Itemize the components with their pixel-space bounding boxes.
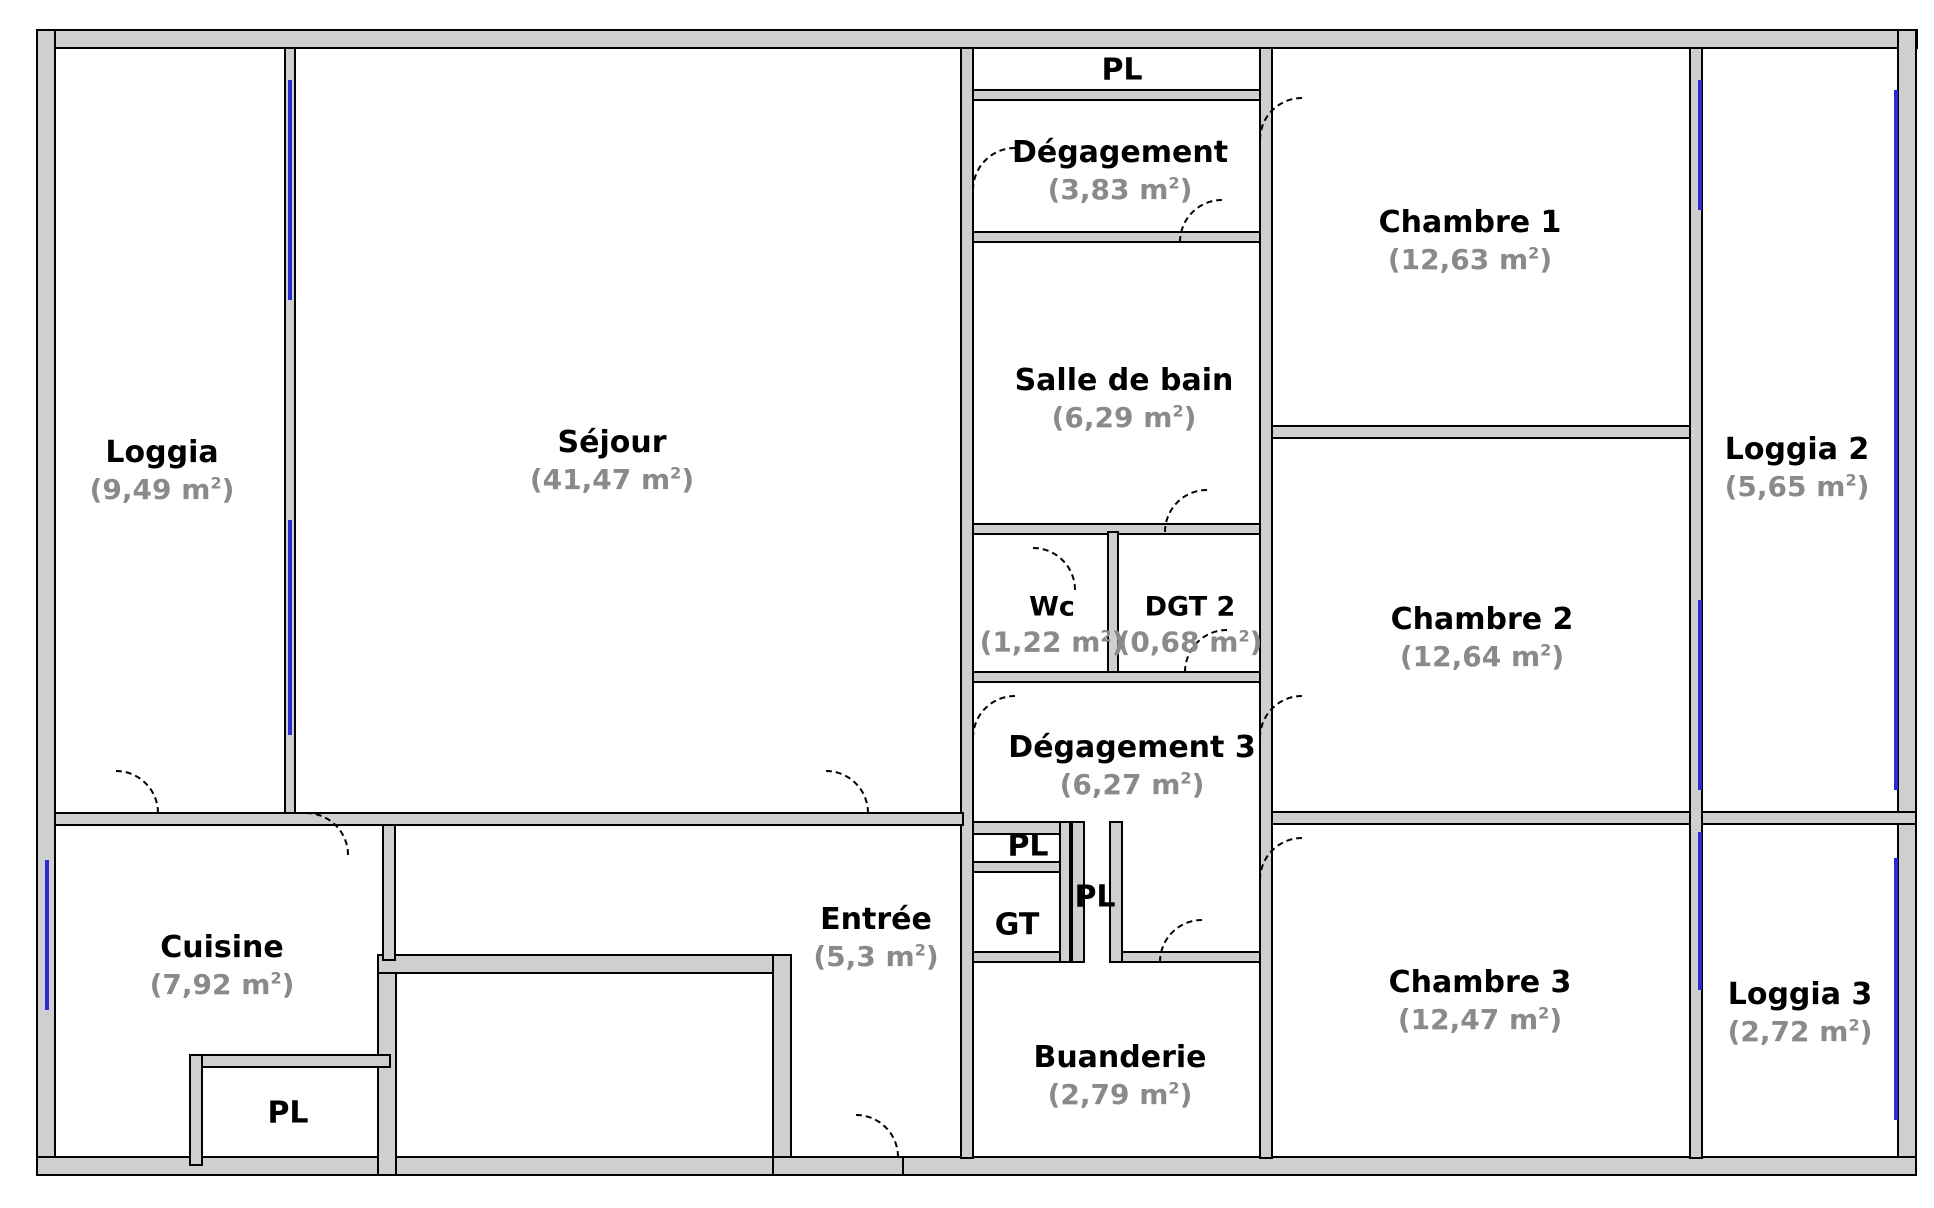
wall-segment (189, 1054, 391, 1068)
room-name: PL (1101, 52, 1143, 88)
room-area: (7,92 m2) (149, 967, 295, 1001)
walls (36, 29, 1918, 1176)
wall-segment (1701, 811, 1917, 825)
doors (115, 97, 1303, 1158)
door-swing (1164, 489, 1208, 533)
wall-segment (1121, 951, 1261, 963)
wall-segment (772, 954, 792, 1176)
room-label-chambre-3: Chambre 3 (12,47 m2) (1389, 964, 1572, 1037)
wall-segment (377, 954, 774, 974)
room-name: PL (1074, 879, 1116, 915)
room-label-chambre-2: Chambre 2 (12,64 m2) (1391, 601, 1574, 674)
wall-segment (1059, 821, 1071, 963)
wall-segment (36, 29, 1918, 49)
room-label-sejour: Séjour (41,47 m2) (530, 424, 694, 497)
door-swing (305, 812, 349, 856)
door-swing (1032, 547, 1076, 591)
room-area: (0,68 m2) (1117, 625, 1263, 659)
room-name: Séjour (557, 424, 667, 460)
room-name: Entrée (820, 901, 932, 937)
room-label-dgt-2: DGT 2 (0,68 m2) (1118, 591, 1263, 660)
door-swing (1259, 695, 1303, 739)
room-area: (2,79 m2) (1047, 1077, 1193, 1111)
door-swing (855, 1114, 899, 1158)
windows (45, 80, 1898, 1120)
room-label-cuisine: Cuisine (7,92 m2) (150, 929, 295, 1002)
room-area: (12,47 m2) (1397, 1002, 1563, 1036)
room-name: Loggia (105, 434, 219, 470)
room-area: (6,29 m2) (1051, 400, 1197, 434)
room-label-pl-top: PL (1101, 51, 1142, 89)
wall-segment (1897, 29, 1917, 1176)
room-label-pl-kitchen: PL (267, 1094, 308, 1132)
room-name: Cuisine (160, 929, 284, 965)
room-name: PL (1007, 828, 1049, 864)
wall-segment (36, 1156, 383, 1176)
room-label-loggia: Loggia (9,49 m2) (90, 434, 235, 507)
door-swing (1159, 919, 1203, 963)
wall-segment (1071, 821, 1085, 963)
room-area: (12,63 m2) (1387, 242, 1553, 276)
room-area: (5,3 m2) (813, 939, 939, 973)
room-name: GT (994, 907, 1040, 943)
room-name: Loggia 3 (1727, 976, 1873, 1012)
wall-segment (1259, 47, 1273, 1159)
room-name: Dégagement (1011, 134, 1229, 170)
room-name: Dégagement 3 (1008, 729, 1256, 765)
wall-segment (1107, 531, 1119, 673)
room-name: Chambre 1 (1378, 204, 1562, 240)
room-area: (1,22 m2) (979, 625, 1125, 659)
door-swing (972, 695, 1016, 739)
wall-segment (1271, 425, 1691, 439)
door-swing (825, 770, 869, 814)
room-area: (9,49 m2) (89, 472, 235, 506)
door-swing (1259, 97, 1303, 141)
room-label-pl-narrow: PL (1074, 878, 1115, 916)
room-area: (6,27 m2) (1059, 767, 1205, 801)
room-label-degagement: Dégagement (3,83 m2) (1012, 134, 1228, 207)
door-swing (972, 147, 1016, 191)
wall-segment (972, 671, 1261, 683)
room-label-buanderie: Buanderie (2,79 m2) (1033, 1039, 1206, 1112)
wall-segment (189, 1054, 203, 1166)
room-name: DGT 2 (1144, 591, 1236, 623)
room-area: (41,47 m2) (529, 462, 695, 496)
door-swing (1184, 629, 1228, 673)
wall-segment (54, 812, 964, 826)
wall-segment (772, 1156, 904, 1176)
room-name: PL (267, 1095, 309, 1131)
room-label-chambre-1: Chambre 1 (12,63 m2) (1379, 204, 1562, 277)
room-label-pl-small: PL (1007, 827, 1048, 865)
room-name: Salle de bain (1014, 362, 1234, 398)
wall-segment (972, 231, 1261, 243)
room-area: (3,83 m2) (1047, 172, 1193, 206)
door-swing (1259, 837, 1303, 881)
wall-segment (972, 89, 1261, 101)
wall-segment (1109, 821, 1123, 963)
wall-segment (1271, 811, 1691, 825)
wall-segment (897, 1156, 1917, 1176)
room-label-gt: GT (995, 906, 1040, 944)
wall-segment (960, 47, 974, 1159)
room-name: Chambre 3 (1388, 964, 1572, 1000)
room-name: Buanderie (1033, 1039, 1207, 1075)
room-name: Loggia 2 (1724, 431, 1870, 467)
room-label-salle-de-bain: Salle de bain (6,29 m2) (1015, 362, 1234, 435)
room-label-wc: Wc (1,22 m2) (980, 591, 1125, 660)
room-label-loggia-2: Loggia 2 (5,65 m2) (1725, 431, 1870, 504)
room-label-entree: Entrée (5,3 m2) (813, 901, 938, 974)
room-name: Chambre 2 (1390, 601, 1574, 637)
room-label-degagement-3: Dégagement 3 (6,27 m2) (1008, 729, 1255, 802)
wall-segment (382, 824, 396, 961)
room-area: (5,65 m2) (1724, 469, 1870, 503)
wall-segment (972, 951, 1064, 963)
room-name: Wc (1029, 591, 1075, 623)
door-swing (115, 770, 159, 814)
room-label-loggia-3: Loggia 3 (2,72 m2) (1728, 976, 1873, 1049)
door-swing (1179, 199, 1223, 243)
room-area: (2,72 m2) (1727, 1014, 1873, 1048)
room-area: (12,64 m2) (1399, 639, 1565, 673)
